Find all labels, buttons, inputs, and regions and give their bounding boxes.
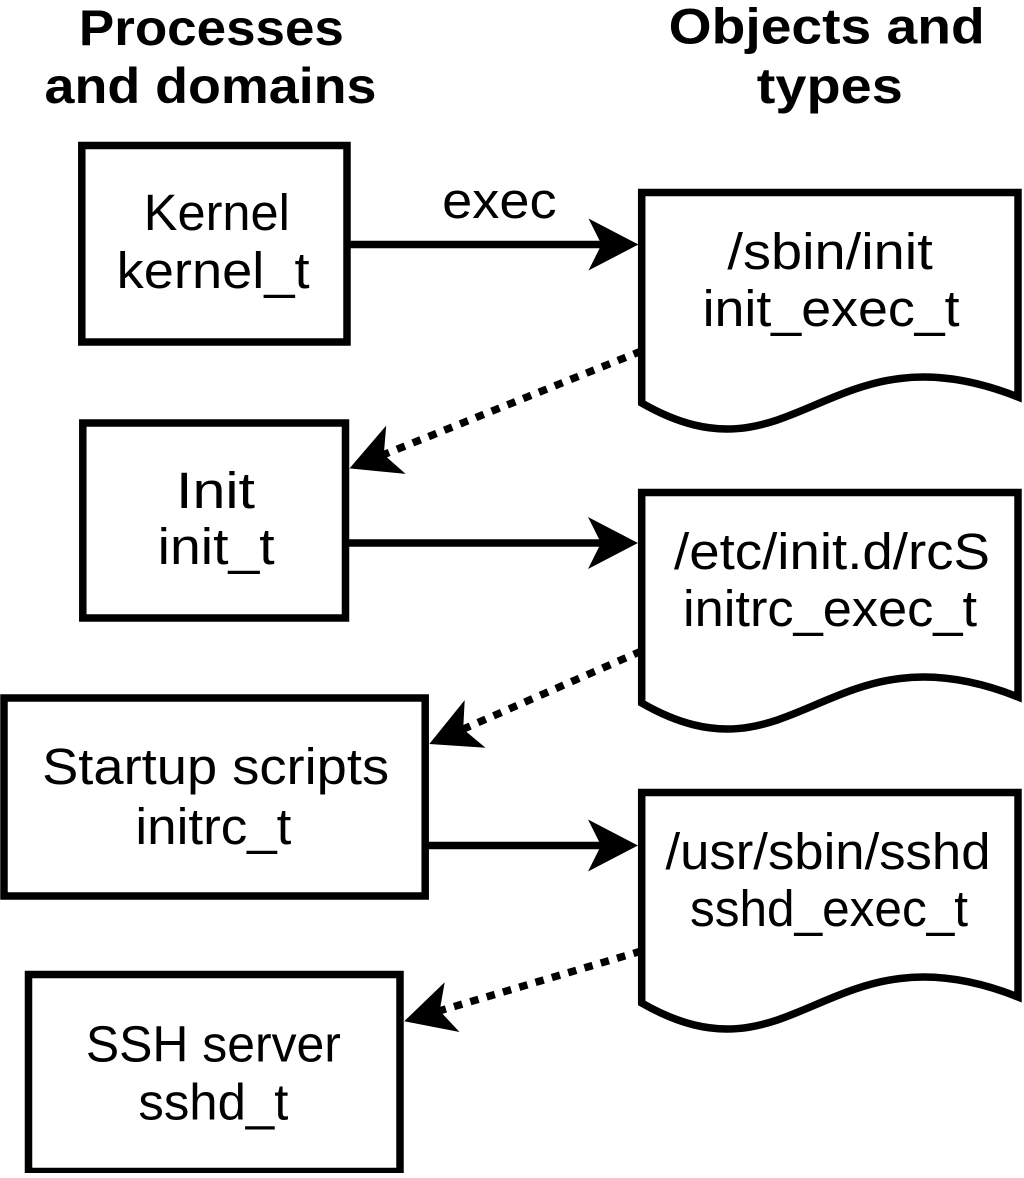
svg-text:/usr/sbin/sshd: /usr/sbin/sshd <box>666 823 991 880</box>
svg-text:and domains: and domains <box>45 58 377 114</box>
svg-text:kernel_t: kernel_t <box>117 242 310 299</box>
svg-text:sshd_exec_t: sshd_exec_t <box>690 880 968 937</box>
svg-text:Objects and: Objects and <box>669 0 985 55</box>
svg-text:sshd_t: sshd_t <box>138 1074 288 1131</box>
svg-text:init_t: init_t <box>158 518 275 575</box>
svg-text:Startup scripts: Startup scripts <box>42 738 389 795</box>
svg-text:init_exec_t: init_exec_t <box>703 280 960 337</box>
svg-text:exec: exec <box>442 172 556 229</box>
svg-text:Kernel: Kernel <box>144 184 290 241</box>
svg-text:/etc/init.d/rcS: /etc/init.d/rcS <box>674 523 990 580</box>
svg-text:initrc_exec_t: initrc_exec_t <box>683 580 977 637</box>
svg-text:Init: Init <box>176 462 255 519</box>
svg-text:/sbin/init: /sbin/init <box>727 223 932 280</box>
svg-text:SSH server: SSH server <box>86 1015 341 1072</box>
svg-text:Processes: Processes <box>79 0 344 56</box>
svg-text:types: types <box>757 58 903 114</box>
svg-text:initrc_t: initrc_t <box>135 798 291 855</box>
